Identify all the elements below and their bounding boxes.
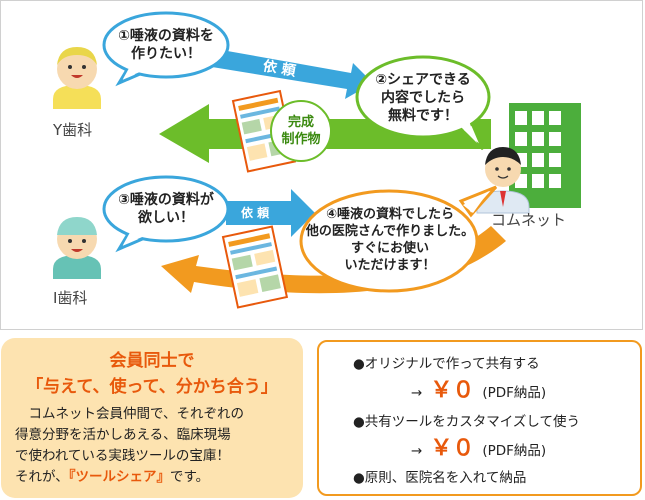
i-clinic-person-icon [53,217,101,279]
tool-document-2 [223,227,287,308]
company-building-icon [509,103,581,208]
request-label-2: 依 頼 [241,204,269,221]
bubble-2-text: ②シェアできる 内容でしたら 無料です！ [361,71,485,125]
arrow-2: → [411,443,422,459]
condition-item-2: ●共有ツールをカスタマイズして使う [353,410,580,430]
tool-share-diagram: ①唾液の資料を 作りたい！ ②シェアできる 内容でしたら 無料です！ ③唾液の資… [0,0,643,330]
y-clinic-label: Y歯科 [53,119,92,140]
summary-title-line1: 会員同士で [1,346,303,371]
summary-body: コムネット会員仲間で、それぞれの 得意分野を活かしあえる、臨床現場 で使われてい… [15,404,299,488]
summary-title-line2: 「与えて、使って、分かち合う」 [1,372,303,397]
price-2: ￥０ [430,436,474,461]
price-note-1: (PDF納品) [482,385,546,401]
completed-label: 完成 制作物 [273,114,329,148]
diagram-graphics [1,1,644,331]
tool-share-highlight: 『ツールシェア』 [69,469,170,485]
price-note-2: (PDF納品) [482,443,546,459]
condition-price-2: → ￥０ (PDF納品) [411,430,546,462]
conditions-box: ●オリジナルで作って共有する → ￥０ (PDF納品) ●共有ツールをカスタマイズし… [317,340,642,496]
price-1: ￥０ [430,378,474,403]
summary-box: 会員同士で 「与えて、使って、分かち合う」 コムネット会員仲間で、それぞれの 得… [1,338,303,498]
y-clinic-person-icon [53,47,101,109]
condition-item-1: ●オリジナルで作って共有する [353,352,540,372]
bubble-1-text: ①唾液の資料を 作りたい！ [109,27,223,63]
condition-price-1: → ￥０ (PDF納品) [411,372,546,404]
bubble-4-text: ④唾液の資料でしたら 他の医院さんで作りました。 すぐにお使い いただけます！ [301,206,479,274]
summary-body-end: です。 [170,469,209,485]
arrow-1: → [411,385,422,401]
condition-item-3: ●原則、医院名を入れて納品 [353,466,526,486]
company-label: コムネット [491,209,566,230]
bubble-3-text: ③唾液の資料が 欲しい！ [109,191,223,227]
i-clinic-label: I歯科 [53,287,87,308]
